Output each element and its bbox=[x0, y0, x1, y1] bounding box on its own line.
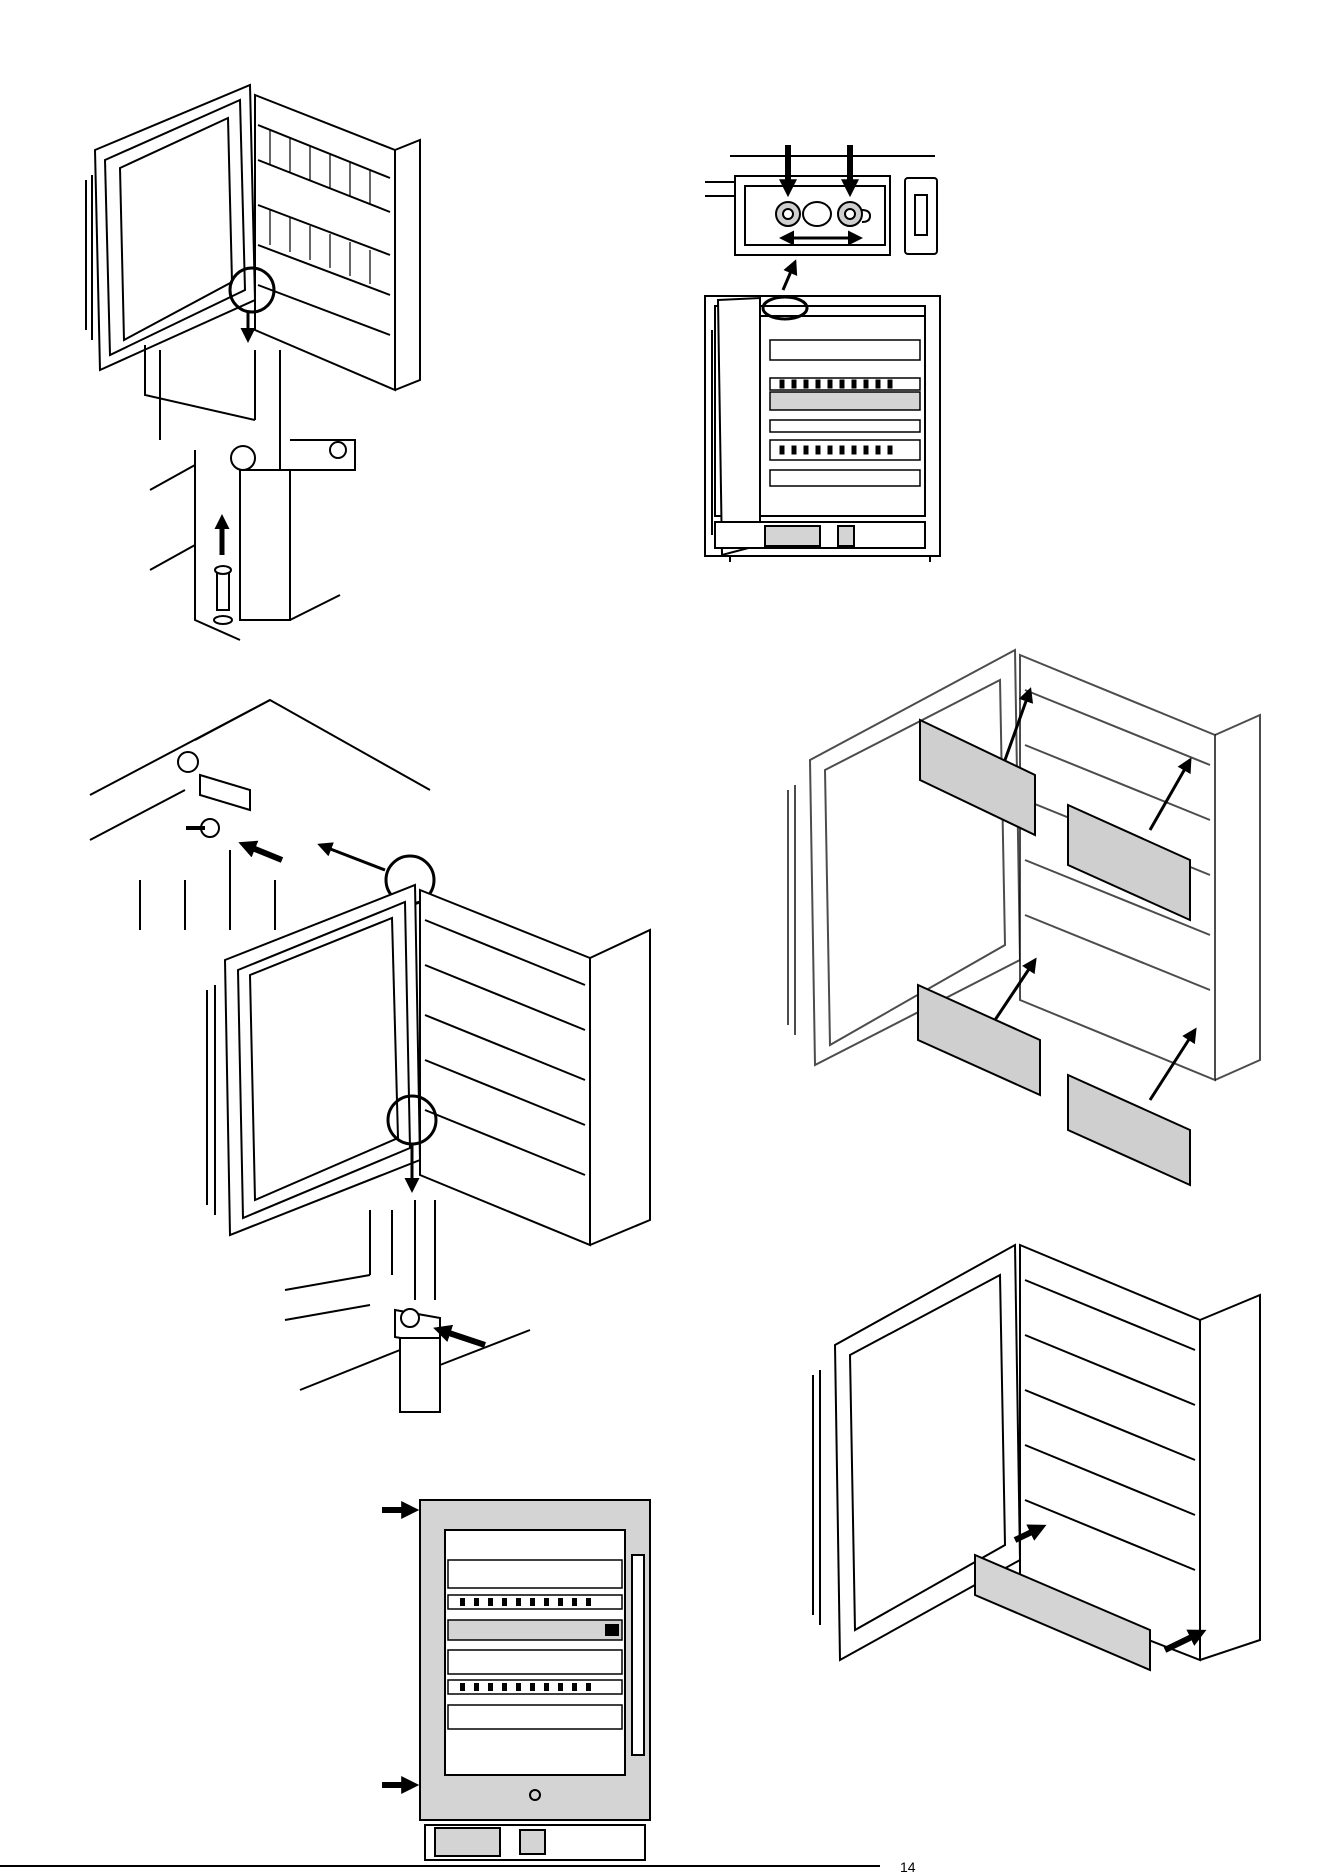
fig-hinge-swap bbox=[90, 700, 650, 1412]
page-number: 14 bbox=[900, 1859, 916, 1872]
fig-side-panels bbox=[788, 650, 1260, 1185]
fig-kick-plate bbox=[813, 1245, 1260, 1670]
fig-top-hinge-screws bbox=[705, 145, 940, 562]
fig-lower-hinge-pin bbox=[86, 85, 420, 640]
fig-front-view bbox=[382, 1500, 650, 1860]
